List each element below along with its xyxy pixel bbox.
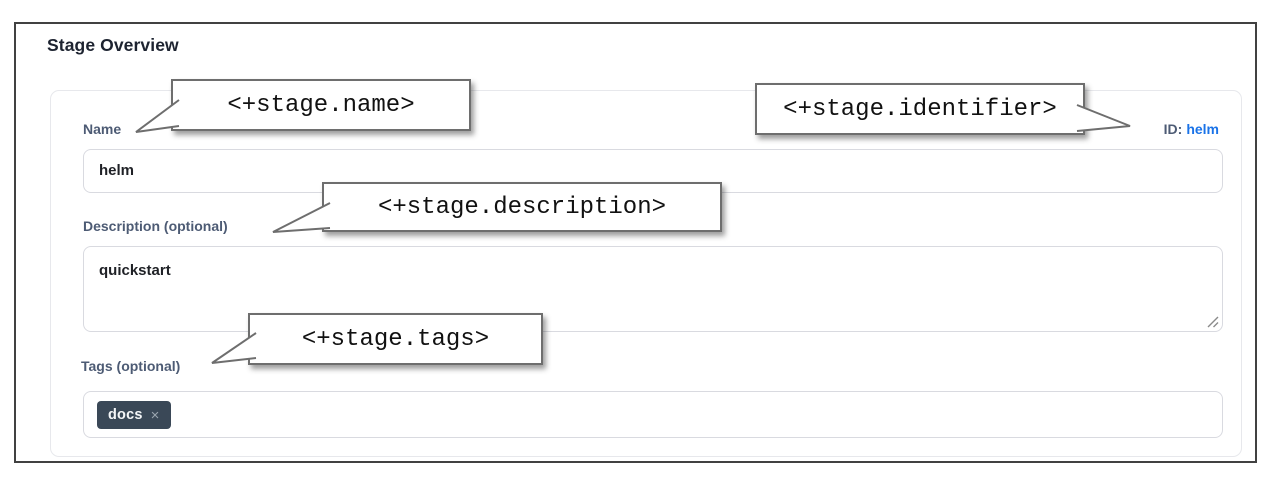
resize-handle-icon[interactable] [1207,316,1219,328]
description-callout: <+stage.description> [322,182,722,232]
identifier-callout: <+stage.identifier> [755,83,1085,135]
stage-id: ID:helm [1164,120,1219,138]
name-callout: <+stage.name> [171,79,471,131]
description-label: Description (optional) [83,218,228,234]
name-label: Name [83,121,122,137]
tags-input[interactable]: docs × [83,391,1223,438]
description-value: quickstart [99,262,171,279]
page-title: Stage Overview [47,35,179,55]
tag-chip-label: docs [108,407,143,423]
tags-label: Tags (optional) [81,358,181,374]
name-input-value: helm [99,162,135,179]
stage-overview-card: Name ID:helm helm Description (optional)… [50,90,1242,457]
remove-tag-icon[interactable]: × [150,406,160,424]
tag-chip: docs × [97,401,171,429]
id-label: ID: [1163,121,1183,137]
tags-callout: <+stage.tags> [248,313,543,365]
id-value[interactable]: helm [1186,121,1219,137]
